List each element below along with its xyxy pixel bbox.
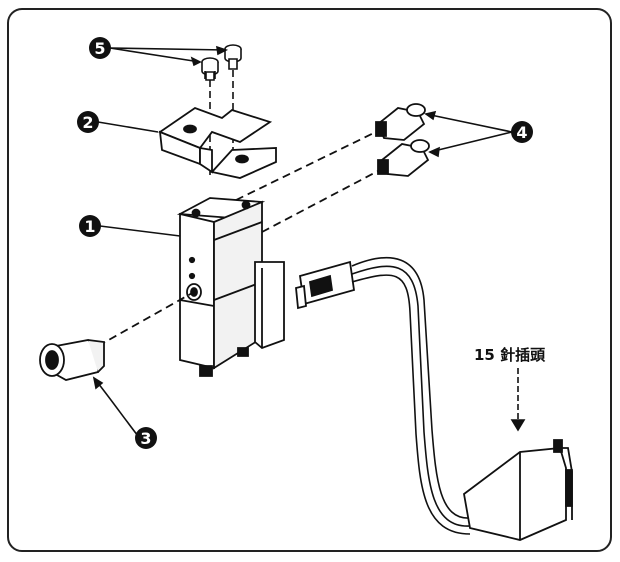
elbow-fittings-icon — [376, 104, 429, 176]
connector-label: 15 針插頭 — [474, 346, 546, 364]
svg-text:4: 4 — [516, 123, 527, 142]
svg-text:1: 1 — [84, 217, 95, 236]
diagram-frame — [8, 9, 611, 551]
leader-lines — [94, 47, 524, 436]
push-in-fitting-icon — [40, 340, 104, 380]
svg-text:5: 5 — [94, 39, 105, 58]
label-5-badge: 5 — [89, 37, 111, 59]
solenoid-valve-icon — [98, 130, 380, 376]
bracket-icon — [160, 108, 276, 178]
large-connector-icon — [464, 440, 572, 540]
cable-icon — [352, 258, 470, 534]
label-3-badge: 3 — [135, 427, 157, 449]
label-4-badge: 4 — [511, 121, 533, 143]
label-1-badge: 1 — [79, 215, 101, 237]
label-2-badge: 2 — [77, 111, 99, 133]
small-connector-icon — [296, 262, 354, 308]
svg-text:2: 2 — [82, 113, 93, 132]
svg-text:3: 3 — [140, 429, 151, 448]
